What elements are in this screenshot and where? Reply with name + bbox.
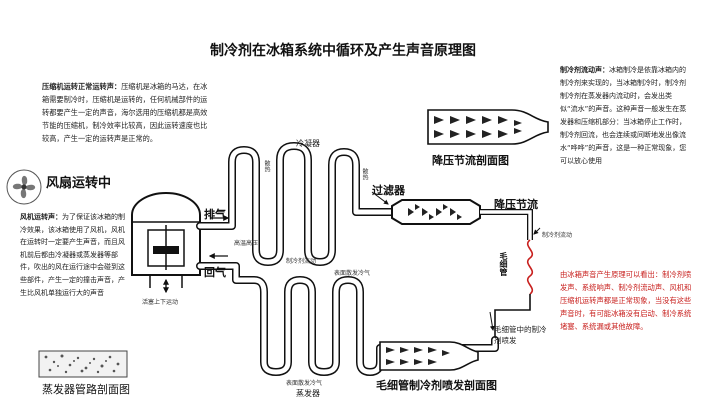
piston-label: 活塞上下运动	[142, 299, 179, 306]
capillary-tube	[480, 209, 534, 340]
filter	[391, 199, 481, 225]
page-title: 制冷剂在冰箱系统中循环及产生声音原理图	[210, 43, 476, 59]
capillary-pointer	[489, 311, 495, 331]
flow-note-body: 冰箱制冷是依靠冰箱内的制冷剂来实现的，当冰箱制冷时，制冷剂制冷剂在蒸发器内流动时…	[560, 66, 687, 165]
capillary-label: 毛细管	[499, 252, 508, 276]
refrigerant-flow-small-label: 制冷剂流动	[286, 258, 317, 265]
high-temp-label: 高温高压	[234, 240, 259, 247]
throttle-section	[427, 109, 549, 145]
heat-dissipation-label-2: 散热	[361, 168, 368, 180]
surface-cool-label-2: 表面散发冷气	[286, 380, 323, 387]
flow-pointer	[533, 227, 541, 235]
flow-note: 制冷剂流动声：冰箱制冷是依靠冰箱内的制冷剂来实现的，当冰箱制冷时，制冷剂制冷剂在…	[560, 64, 688, 168]
exhaust-label: 排气	[204, 208, 226, 221]
compressor-note-body: 压缩机是冰箱的马达，在冰箱需要制冷时，压缩机是运转的，任何机械部件的运转都要产生…	[42, 82, 208, 143]
compressor-note: 压缩机运转正常运转声：压缩机是冰箱的马达，在冰箱需要制冷时，压缩机是运转的，任何…	[42, 80, 214, 145]
surface-cool-label: 表面散发冷气	[334, 270, 371, 277]
evaporator-pipe-section	[38, 350, 128, 378]
conclusion-note: 由冰箱声音产生原理可以看出：制冷剂喷发声、系统响声、制冷剂流动声、风机和压缩机运…	[560, 270, 692, 331]
heat-dissipation-label-1: 散热	[263, 160, 270, 172]
return-air-label: 回气	[204, 266, 226, 279]
evaporator-coil	[196, 262, 499, 376]
capillary-eject-label: 毛细管中的制冷剂喷发	[494, 325, 547, 345]
filter-label: 过滤器	[372, 184, 405, 197]
condenser-coil	[196, 142, 396, 266]
fan-icon	[6, 169, 42, 205]
capillary-eject-section	[379, 341, 479, 371]
compressor-note-heading: 压缩机运转正常运转声：	[42, 82, 122, 91]
fan-note-body: 为了保证该冰箱的制冷效果，该冰箱使用了风机，风机在运转时一定要产生声音，而且风机…	[20, 213, 125, 297]
fan-note-heading: 风机运转声：	[20, 213, 62, 221]
throttle-label: 降压节流	[494, 198, 538, 211]
capillary-section-label: 毛细管制冷剂喷发剖面图	[376, 379, 497, 392]
condenser-label: 冷凝器	[296, 139, 320, 148]
fan-title: 风扇运转中	[46, 176, 112, 191]
refrigerant-flow-label: 制冷剂流动	[542, 232, 573, 239]
filter-pointer	[371, 191, 389, 205]
evaporator-section-label: 蒸发器管路剖面图	[42, 383, 130, 396]
evaporator-label: 蒸发器	[296, 389, 320, 398]
fan-note: 风机运转声：为了保证该冰箱的制冷效果，该冰箱使用了风机，风机在运转时一定要产生声…	[20, 211, 130, 299]
throttle-section-label: 降压节流剖面图	[432, 154, 509, 167]
compressor	[131, 192, 201, 294]
flow-note-heading: 制冷剂流动声：	[560, 66, 609, 74]
